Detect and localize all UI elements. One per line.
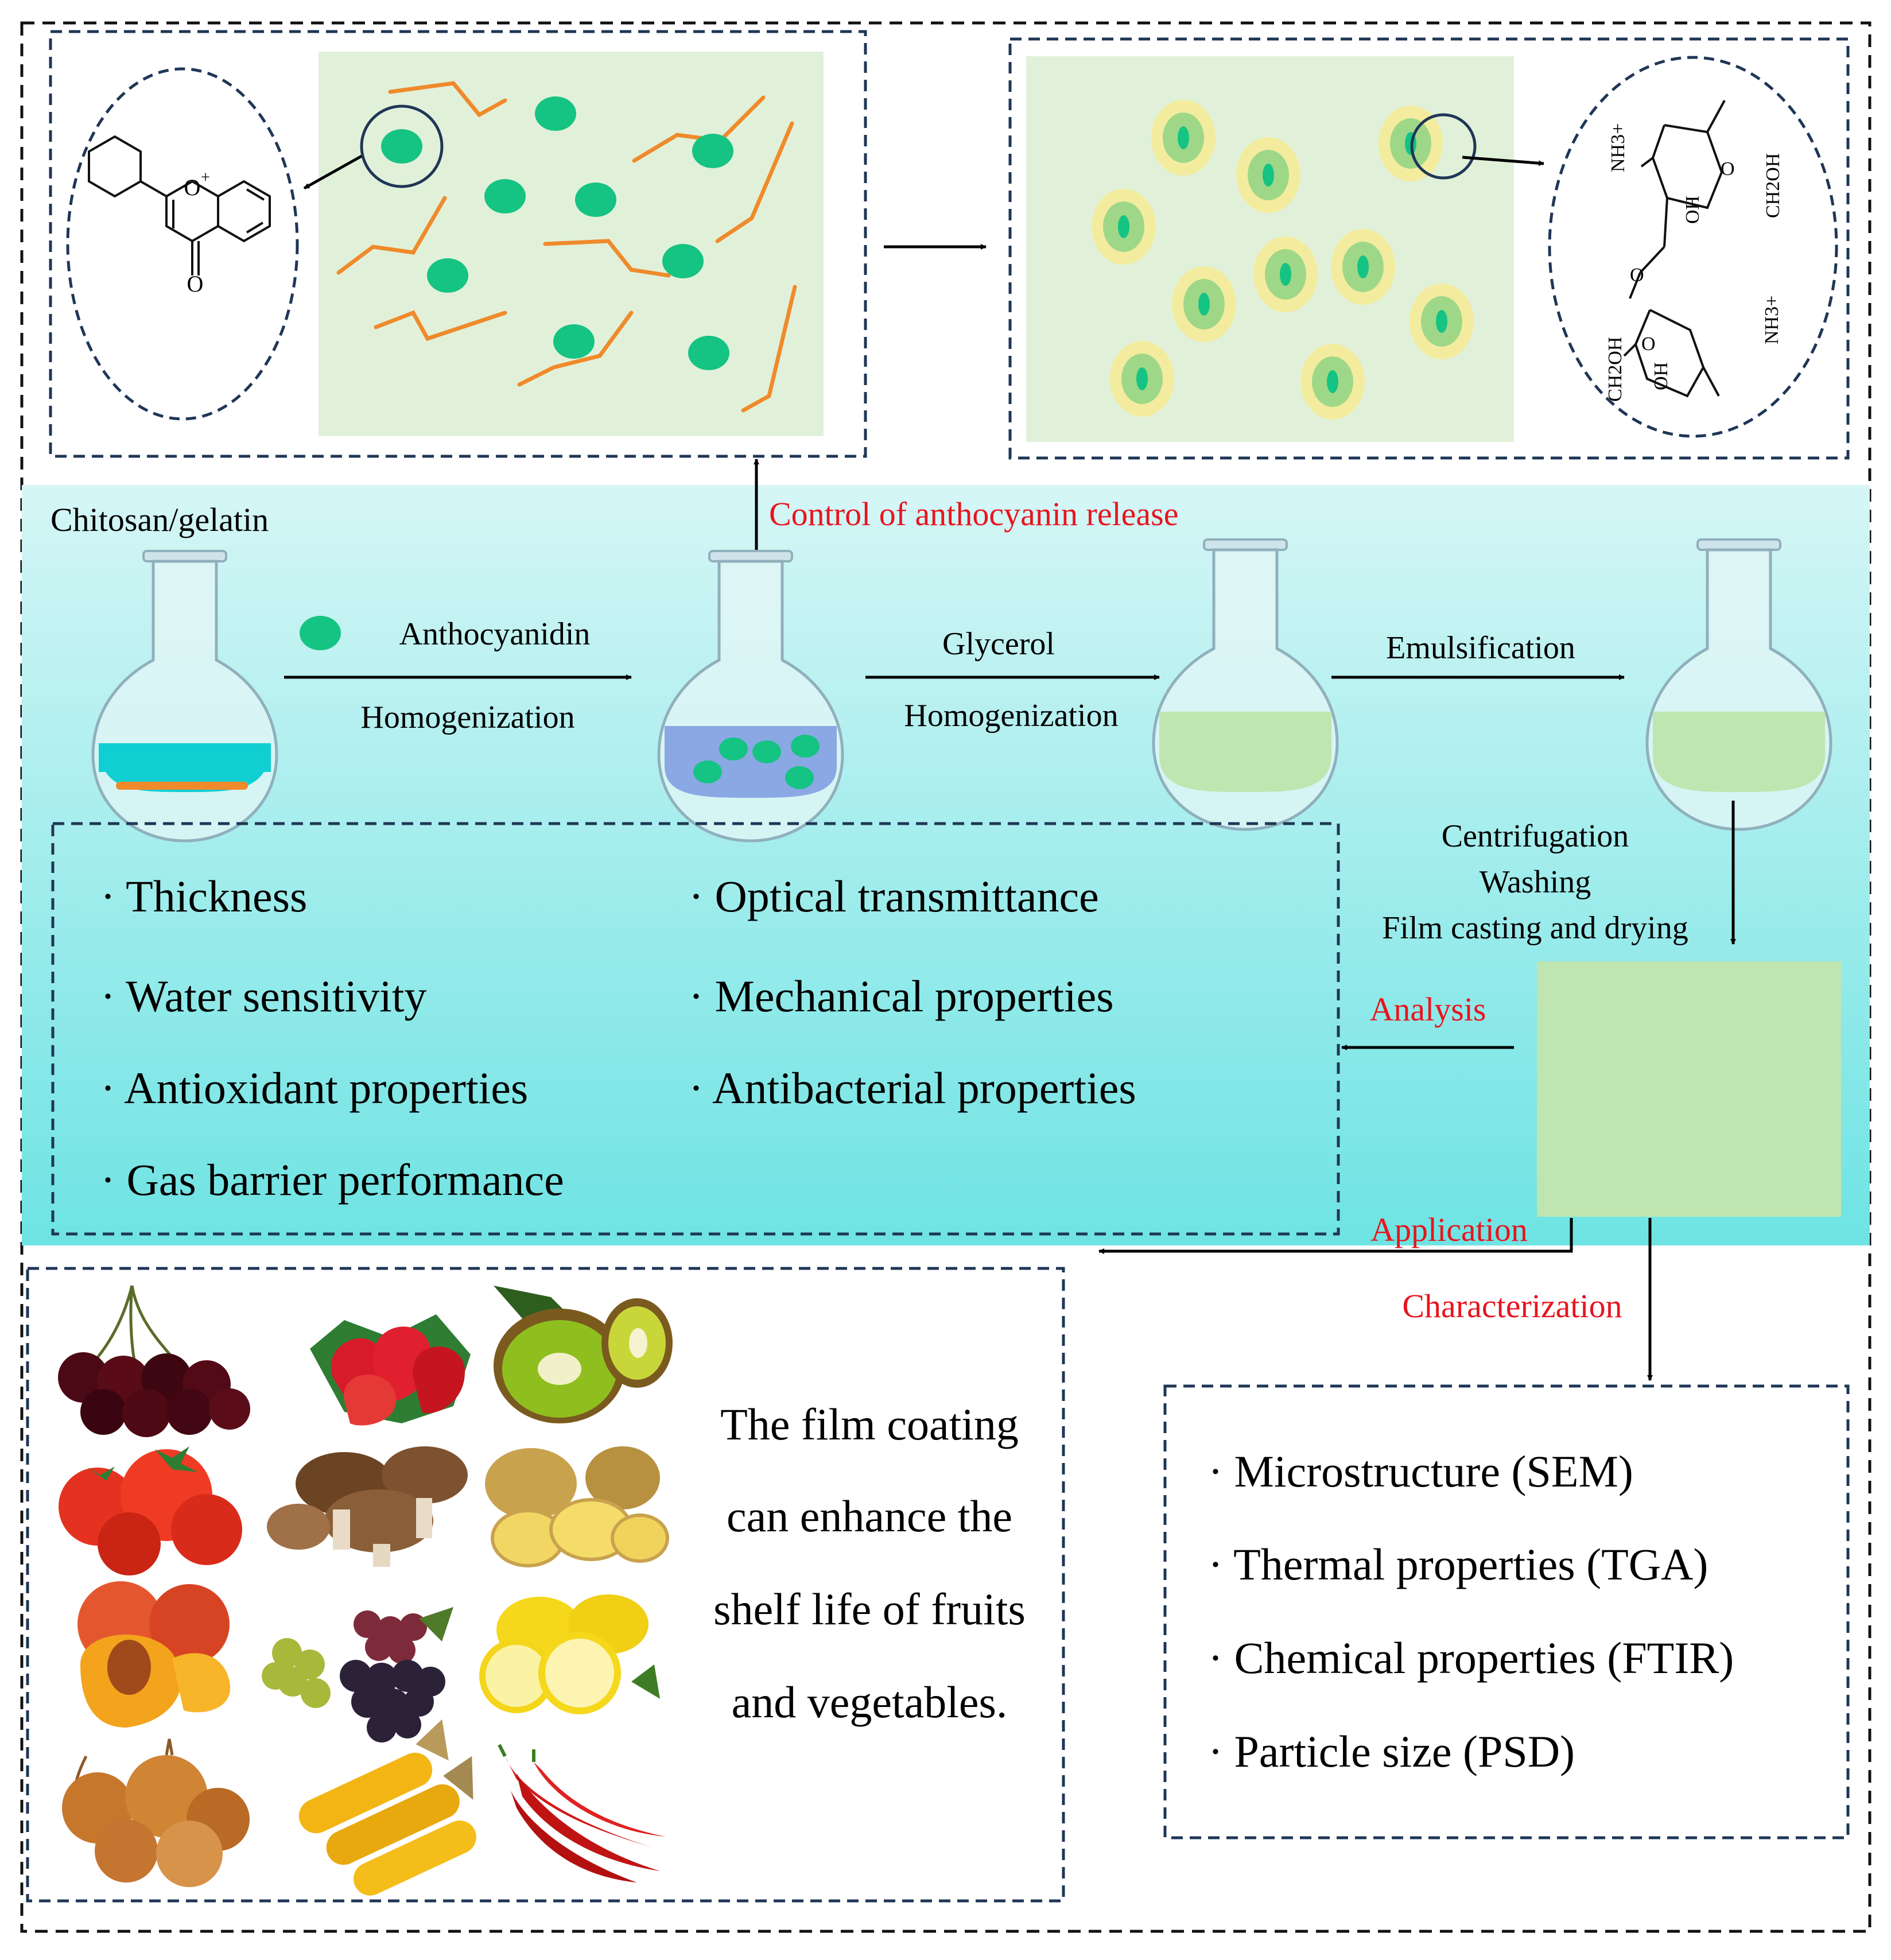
application-label: Application <box>1370 1211 1528 1248</box>
analysis-list: · Thickness · Optical transmittance · Wa… <box>100 871 1136 1205</box>
mushrooms-icon <box>267 1446 468 1567</box>
nh3-bottom-label: NH3+ <box>1761 296 1783 344</box>
char-item-ftir: · Chemical properties (FTIR) <box>1208 1633 1734 1683</box>
caption-line-3: shelf life of fruits <box>713 1584 1026 1634</box>
chitosan-labels: NH3+ CH2OH OH O O CH2OH OH NH3+ O <box>1605 123 1784 402</box>
potatoes-icon <box>485 1446 669 1567</box>
flask-anthocyanin-mix <box>657 550 844 843</box>
analysis-item-thickness: · Thickness <box>100 871 307 921</box>
carbonyl-oxygen-label: O <box>187 271 204 297</box>
ring-oxygen-charge: + <box>201 169 210 187</box>
post-step-centrifugation: Centrifugation <box>1442 818 1629 854</box>
ch2oh-top-label: CH2OH <box>1762 153 1784 218</box>
analysis-item-water-sensitivity: · Water sensitivity <box>100 971 427 1021</box>
anthocyanidin-particle-icon <box>300 616 341 650</box>
cherries-icon <box>58 1285 250 1437</box>
application-panel-frame <box>26 1267 1065 1903</box>
chitosan-structure <box>1623 100 1726 398</box>
char-item-psd: · Particle size (PSD) <box>1208 1726 1575 1776</box>
analysis-panel-frame <box>51 822 1340 1236</box>
application-caption: The film coating can enhance the shelf l… <box>713 1399 1026 1727</box>
zoom-arrow-left <box>303 154 363 190</box>
edible-film-square <box>1537 961 1841 1217</box>
zoom-circle-left <box>360 104 444 188</box>
anthocyanin-particles <box>381 96 733 370</box>
protein-fibers <box>336 81 797 413</box>
chili-peppers-icon <box>498 1744 666 1883</box>
caption-line-2: can enhance the <box>727 1491 1012 1541</box>
peaches-icon <box>77 1581 231 1728</box>
kiwi-icon <box>494 1286 673 1423</box>
ring-oxygen-label: O <box>184 174 201 200</box>
caption-line-4: and vegetables. <box>732 1677 1008 1727</box>
characterization-panel-frame <box>1163 1384 1850 1839</box>
post-step-washing: Washing <box>1480 864 1591 900</box>
zoom-arrow-right <box>1462 156 1544 166</box>
bridge-o-label: O <box>1630 265 1644 286</box>
ring-o-bottom-label: O <box>1641 333 1656 355</box>
zoom-circle-right <box>1410 113 1477 180</box>
analysis-item-optical-transmittance: · Optical transmittance <box>689 871 1099 921</box>
flask-glycerol-mix <box>1152 538 1339 831</box>
chitosan-gelatin-label: Chitosan/gelatin <box>51 501 269 538</box>
corn-icon <box>298 1719 476 1896</box>
microcapsule-panel-frame <box>1008 37 1850 460</box>
lemons-icon <box>479 1594 660 1714</box>
nh3-top-label: NH3+ <box>1607 123 1629 172</box>
analysis-item-antibacterial-properties: · Antibacterial properties <box>689 1063 1136 1113</box>
analysis-label: Analysis <box>1370 991 1486 1028</box>
onions-icon <box>62 1738 250 1887</box>
step3-top-label: Emulsification <box>1386 630 1575 666</box>
anthocyanin-panel-frame <box>49 30 867 458</box>
strawberries-icon <box>310 1314 471 1426</box>
post-step-film-casting: Film casting and drying <box>1382 910 1688 946</box>
chitosan-zoom-ellipse <box>1548 56 1838 438</box>
tomatoes-icon <box>59 1446 242 1575</box>
oh-bottom-label: OH <box>1651 362 1672 390</box>
flask-emulsion <box>1645 538 1832 831</box>
control-release-label: Control of anthocyanin release <box>769 495 1178 533</box>
ch2oh-bottom-label: CH2OH <box>1605 337 1626 402</box>
produce-grid <box>58 1285 673 1896</box>
microcapsules <box>1092 100 1474 420</box>
application-arrow <box>1098 1218 1573 1254</box>
grapes-icon <box>262 1607 453 1742</box>
flavylium-zoom-ellipse <box>66 67 299 421</box>
analysis-item-mechanical-properties: · Mechanical properties <box>689 971 1114 1021</box>
ring-o-top-label: O <box>1721 158 1735 180</box>
step1-top-label: Anthocyanidin <box>399 616 591 652</box>
characterization-list: · Microstructure (SEM) · Thermal propert… <box>1208 1446 1734 1776</box>
char-item-sem: · Microstructure (SEM) <box>1208 1446 1633 1496</box>
caption-line-1: The film coating <box>720 1399 1019 1449</box>
step2-bottom-label: Homogenization <box>904 698 1118 733</box>
characterization-label: Characterization <box>1402 1287 1622 1325</box>
char-item-tga: · Thermal properties (TGA) <box>1208 1539 1708 1589</box>
analysis-item-gas-barrier: · Gas barrier performance <box>100 1155 564 1205</box>
step1-bottom-label: Homogenization <box>360 700 574 735</box>
analysis-item-antioxidant-properties: · Antioxidant properties <box>100 1063 528 1113</box>
step2-top-label: Glycerol <box>942 626 1055 662</box>
oh-top-label: OH <box>1682 196 1703 224</box>
flavylium-structure <box>88 135 271 275</box>
flask-chitosan-gelatin <box>91 550 278 843</box>
